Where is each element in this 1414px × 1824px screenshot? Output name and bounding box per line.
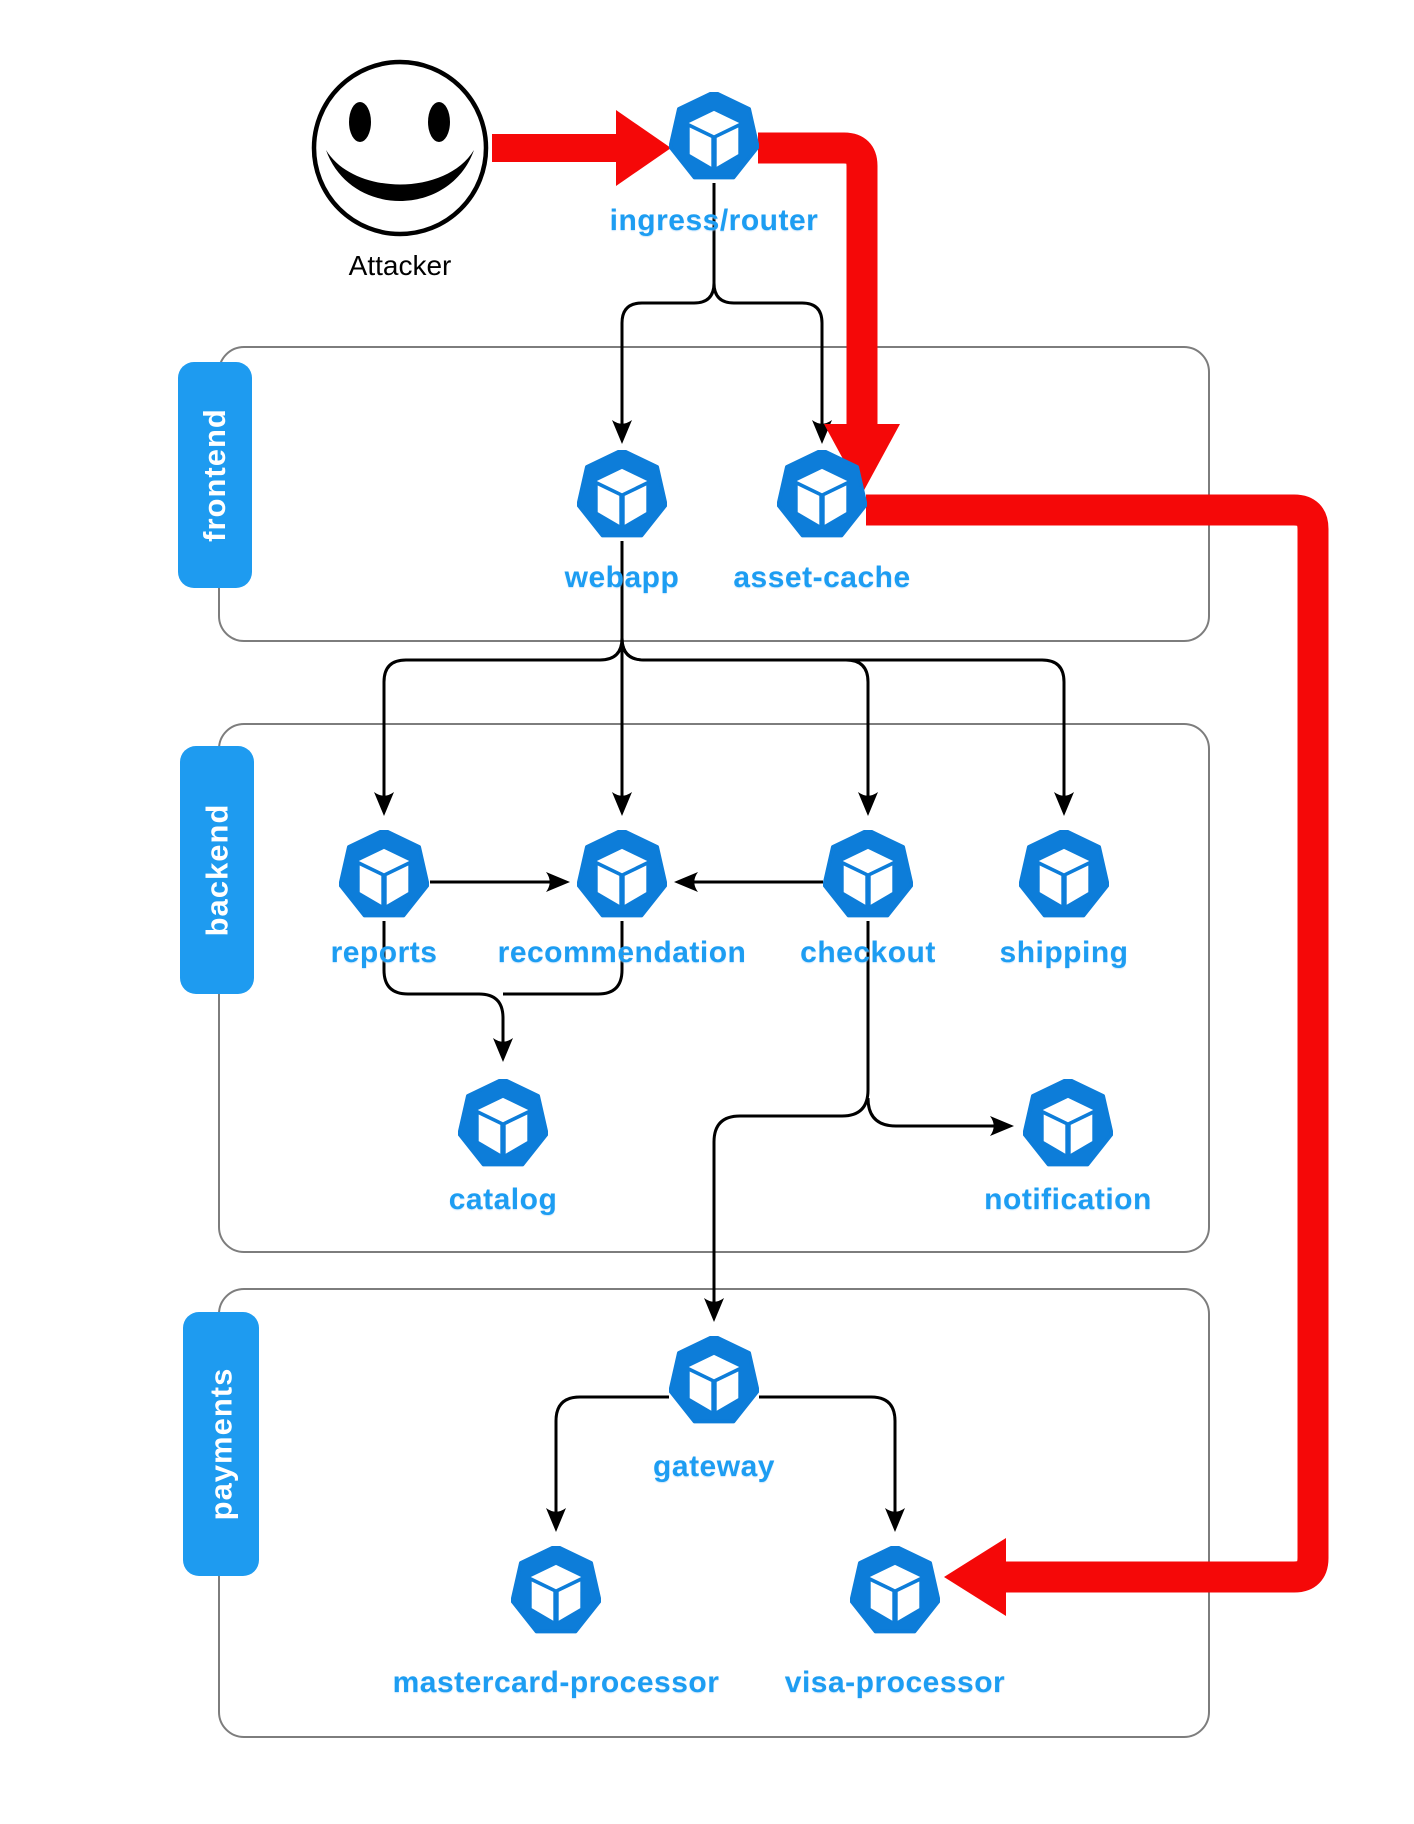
attack-arrowhead-ingress xyxy=(616,110,671,186)
node-label-webapp: webapp xyxy=(564,561,680,594)
attacker-smile xyxy=(326,150,474,201)
pod-icon-shipping xyxy=(1019,830,1109,918)
pod-icon-reports xyxy=(339,830,429,918)
edge-reports-catalog xyxy=(382,921,513,1062)
attack-arrowhead-asset-cache xyxy=(824,424,900,494)
group-badge-backend: backend xyxy=(180,746,254,994)
edge-recommendation-catalog xyxy=(503,921,624,996)
pod-icon-mastercard xyxy=(511,1546,601,1634)
node-label-asset-cache: asset-cache xyxy=(733,561,911,594)
node-label-shipping: shipping xyxy=(999,936,1129,969)
attack-edge-asset-cache-visa xyxy=(866,494,1329,1593)
edge-ingress-asset-cache xyxy=(712,183,832,444)
pod-icon-visa xyxy=(850,1546,940,1634)
attack-arrowhead-visa xyxy=(944,1538,1006,1616)
pod-icon-notification xyxy=(1023,1079,1113,1167)
edge-gateway-visa xyxy=(759,1395,905,1532)
pod-icon-checkout xyxy=(823,830,913,918)
attacker-label: Attacker xyxy=(348,250,452,281)
edge-checkout-gateway xyxy=(704,921,870,1322)
node-label-recommendation: recommendation xyxy=(497,936,747,969)
attacker-left-eye xyxy=(349,102,371,142)
attacker-icon xyxy=(311,59,489,237)
edge-webapp-reports xyxy=(374,541,624,816)
node-label-catalog: catalog xyxy=(448,1183,558,1216)
edge-gateway-mastercard xyxy=(546,1395,669,1532)
edge-webapp-shipping xyxy=(620,541,1074,816)
node-label-notification: notification xyxy=(984,1183,1152,1216)
pod-icon-catalog xyxy=(458,1079,548,1167)
attack-edge-ingress-asset-cache xyxy=(758,132,878,426)
node-label-mastercard: mastercard-processor xyxy=(392,1666,720,1699)
group-badge-frontend: frontend xyxy=(178,362,252,588)
node-label-reports: reports xyxy=(330,936,438,969)
node-label-visa: visa-processor xyxy=(784,1666,1006,1699)
node-label-gateway: gateway xyxy=(653,1450,775,1483)
pod-icon-recommendation xyxy=(577,830,667,918)
pod-icon-webapp xyxy=(577,450,667,538)
node-label-checkout: checkout xyxy=(800,936,936,969)
attacker-face-circle xyxy=(311,59,489,237)
pod-icon-ingress xyxy=(669,92,759,180)
attacker-right-eye xyxy=(428,102,450,142)
pod-icon-asset-cache xyxy=(777,450,867,538)
pod-icon-gateway xyxy=(669,1336,759,1424)
edge-checkout-notification xyxy=(866,1097,1014,1136)
group-badge-payments: payments xyxy=(183,1312,259,1576)
node-label-ingress: ingress/router xyxy=(609,204,819,237)
edge-ingress-webapp xyxy=(612,183,716,444)
